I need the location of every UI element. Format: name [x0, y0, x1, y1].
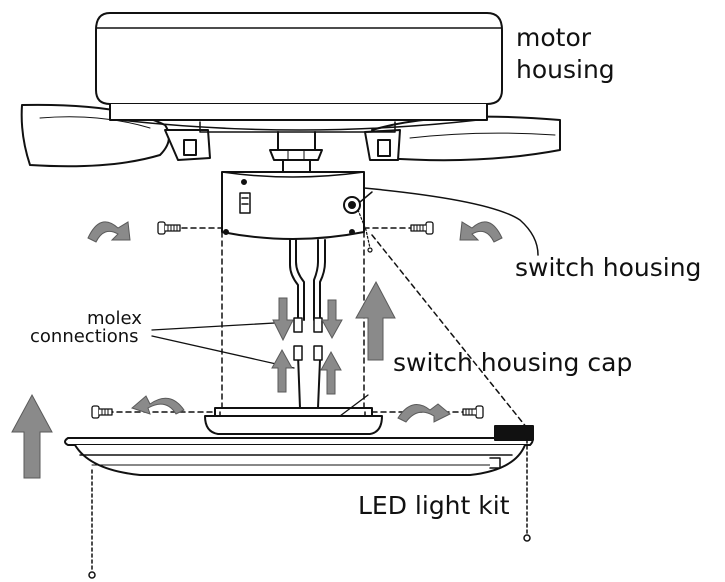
molex-connectors — [293, 317, 323, 361]
led-light-kit — [64, 425, 534, 476]
down-arrow-molex-left — [272, 297, 294, 342]
switch-housing-cap — [204, 394, 383, 435]
screw-bottom-right — [462, 405, 484, 419]
switch-housing-leader — [363, 187, 539, 256]
up-arrow-molex-right — [320, 350, 342, 395]
molex-connections-label: molex — [87, 308, 142, 329]
switch-pull-chain — [357, 209, 373, 253]
switch-housing — [221, 171, 373, 240]
fan-blade-right — [364, 115, 561, 162]
switch-housing-label: switch housing — [515, 253, 702, 282]
pull-chain-right — [523, 439, 531, 542]
rotate-arrow-bottom-left — [131, 395, 185, 415]
screw-top-left — [157, 221, 181, 235]
screw-bottom-left — [91, 405, 113, 419]
motor-housing-label-line2: housing — [516, 55, 615, 84]
pull-chain-left — [88, 469, 96, 579]
motor-housing — [95, 12, 503, 133]
rotate-arrow-bottom-right — [397, 403, 451, 423]
up-arrow-molex-left — [271, 348, 293, 393]
wires — [289, 239, 326, 409]
up-arrow-large-left — [11, 393, 53, 479]
motor-housing-label: motor — [516, 23, 592, 52]
downrod — [269, 131, 323, 173]
molex-connections-label-line2: connections — [30, 326, 139, 347]
rotate-arrow-top-left — [87, 221, 131, 243]
down-arrow-molex-right — [321, 299, 343, 340]
led-light-kit-label: LED light kit — [358, 491, 510, 520]
rotate-arrow-top-right — [459, 221, 503, 243]
switch-housing-cap-label: switch housing cap — [393, 348, 633, 377]
molex-leader-lines — [151, 321, 295, 369]
up-arrow-large-middle — [355, 280, 396, 361]
screw-top-right — [410, 221, 434, 235]
